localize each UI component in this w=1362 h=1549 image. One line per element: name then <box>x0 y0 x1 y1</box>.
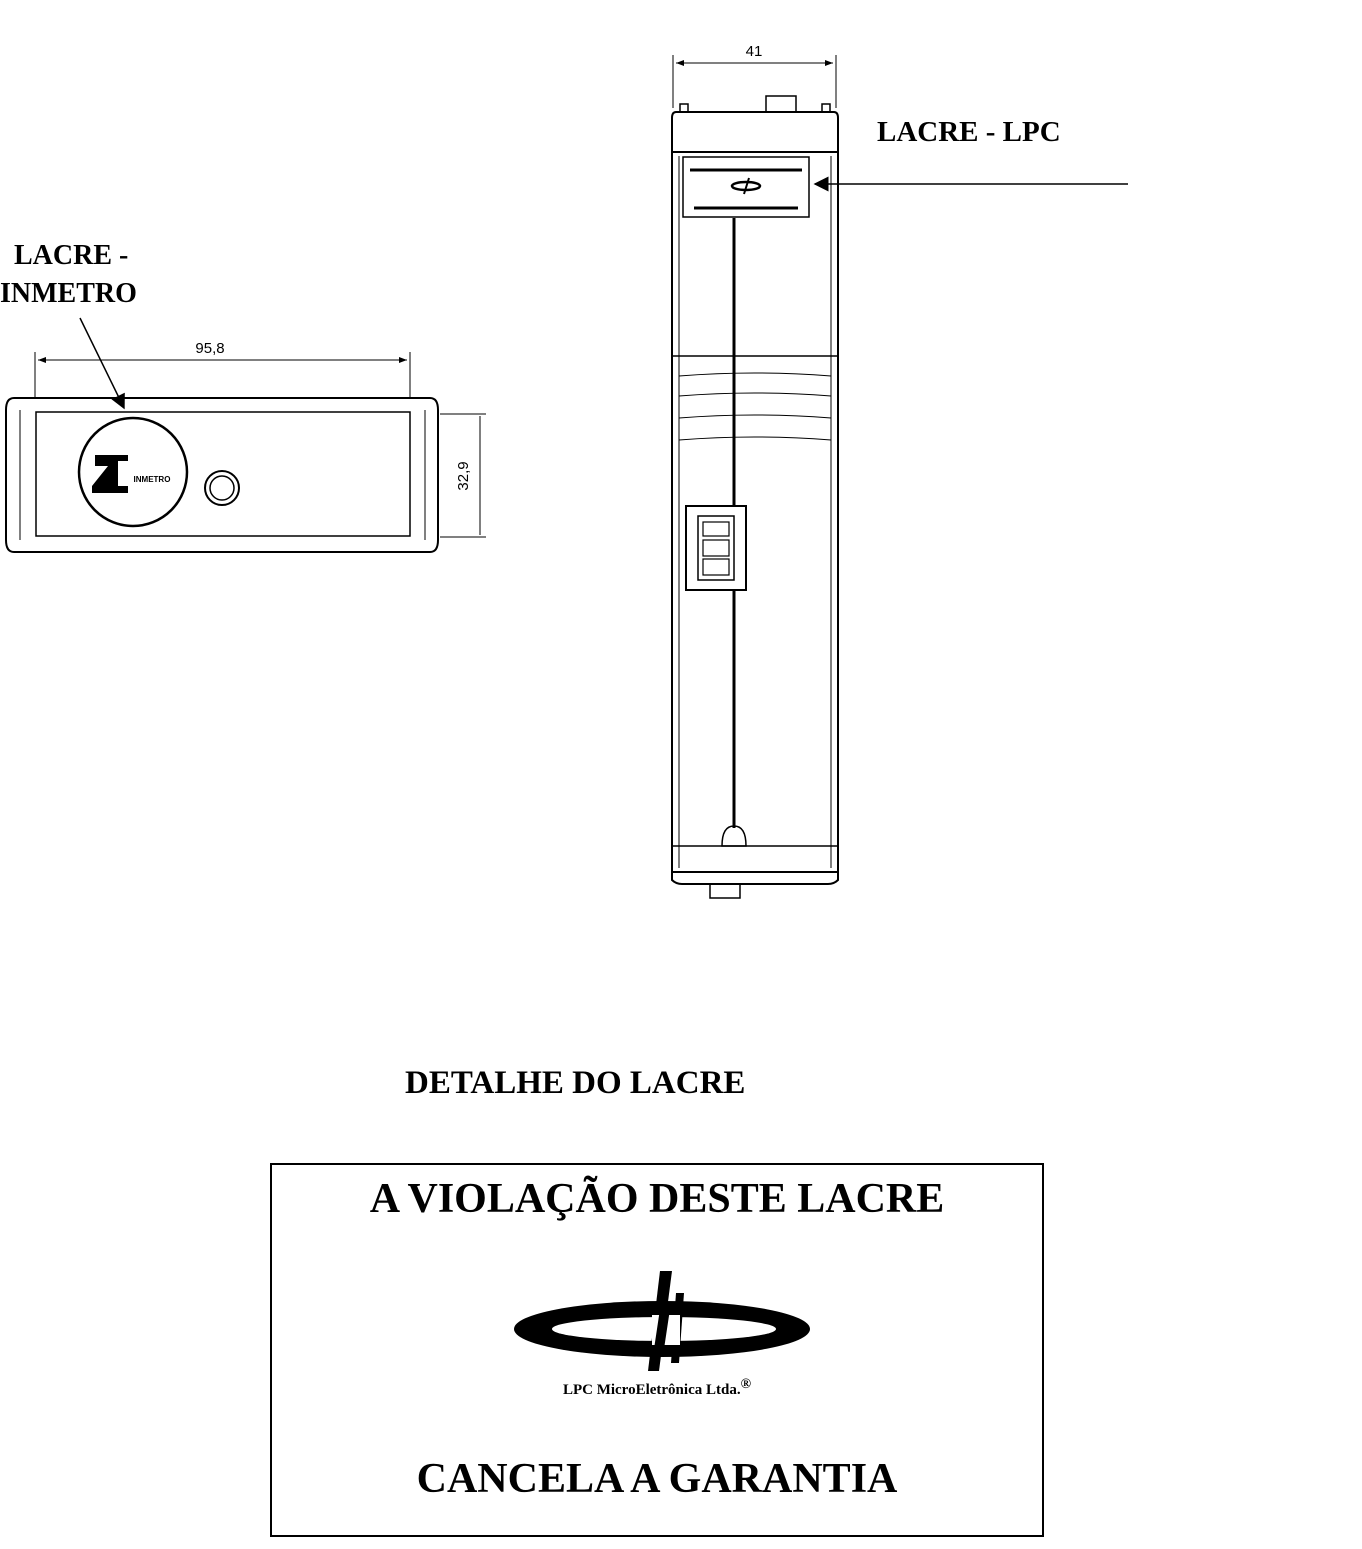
inmetro-seal-icon: INMETRO <box>77 416 189 528</box>
seal-bottom-text: CANCELA A GARANTIA <box>416 1456 898 1502</box>
detail-title: DETALHE DO LACRE <box>405 1065 746 1101</box>
dimension-width-front: 41 <box>746 43 763 60</box>
front-view: 41 <box>671 43 1128 899</box>
dimension-height-side: 32,9 <box>455 461 472 490</box>
lpc-logo-icon <box>514 1271 810 1371</box>
seal-company-text: LPC MicroEletrônica Ltda.® <box>272 1377 1042 1399</box>
seal-top-text: A VIOLAÇÃO DESTE LACRE <box>369 1176 945 1222</box>
label-lacre-inmetro-line1: LACRE - <box>14 240 129 271</box>
dimension-width-side: 95,8 <box>195 340 224 357</box>
inmetro-logo-text: INMETRO <box>134 475 171 484</box>
seal-detail-box: A VIOLAÇÃO DESTE LACRE LPC MicroEletrôni… <box>270 1163 1044 1537</box>
label-lacre-lpc: LACRE - LPC <box>877 116 1061 148</box>
company-name: LPC MicroEletrônica Ltda. <box>562 1382 741 1398</box>
side-view: 95,8 32,9 INMETRO <box>5 317 486 553</box>
label-lacre-inmetro-line2: INMETRO <box>0 278 137 309</box>
registered-mark: ® <box>740 1377 752 1392</box>
